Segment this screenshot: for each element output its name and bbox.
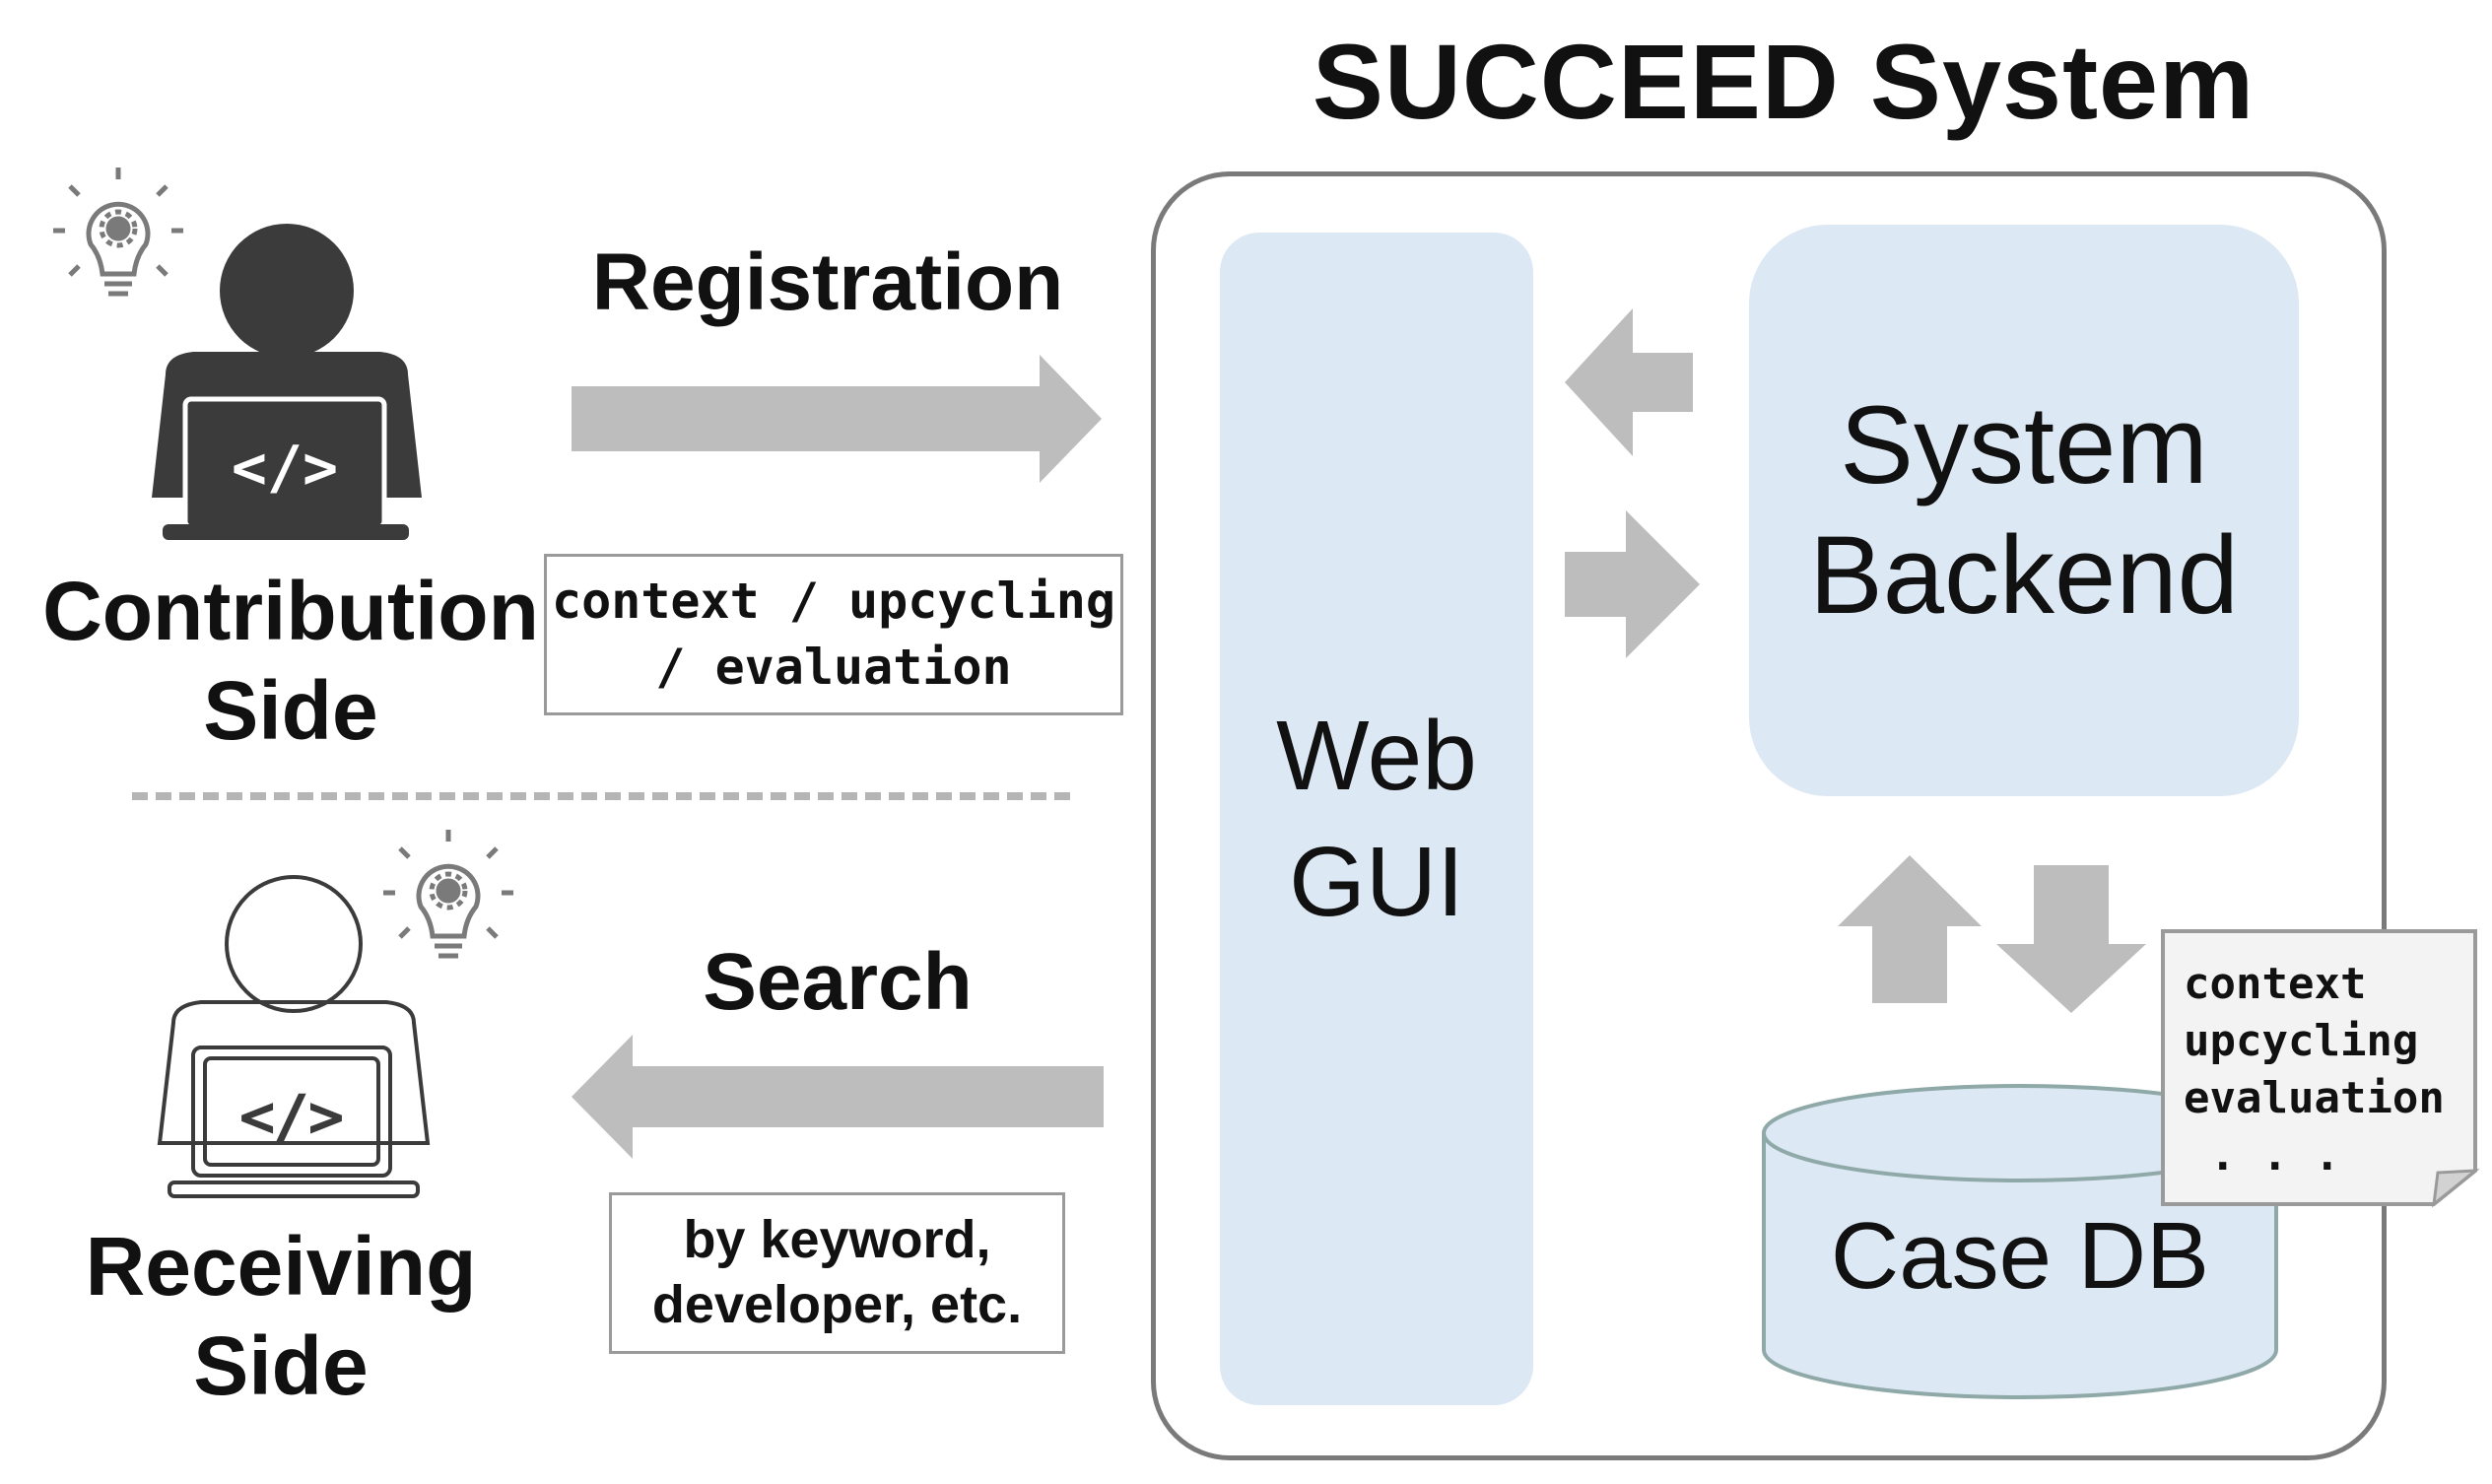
diagram-title: SUCCEED System bbox=[1312, 22, 2256, 141]
document-icon bbox=[2161, 929, 2480, 1208]
code-icon: </> bbox=[232, 434, 338, 503]
lightbulb-gear-icon-2 bbox=[383, 830, 513, 959]
registration-note-line2: / evaluation bbox=[655, 639, 1012, 696]
search-arrow bbox=[572, 1035, 1104, 1159]
db-to-backend-arrow bbox=[1838, 855, 1982, 1003]
doc-line: upcycling bbox=[2184, 1016, 2419, 1067]
contribution-label-line1: Contribution bbox=[42, 565, 539, 657]
backend-label-line2: Backend bbox=[1809, 513, 2239, 637]
dashed-divider bbox=[132, 792, 1070, 800]
case-db-label: Case DB bbox=[1830, 1203, 2210, 1309]
search-label: Search bbox=[703, 937, 973, 1027]
contribution-label-line2: Side bbox=[203, 663, 378, 757]
receiving-label-line1: Receiving bbox=[85, 1220, 477, 1313]
doc-line: . . . bbox=[2184, 1130, 2340, 1181]
registration-label: Registration bbox=[591, 237, 1064, 327]
code-outline-icon: </> bbox=[240, 1083, 344, 1150]
contribution-side-label: Contribution Side bbox=[30, 562, 552, 761]
backend-to-db-arrow bbox=[1996, 865, 2146, 1013]
web-gui-label-line1: Web bbox=[1276, 701, 1477, 811]
search-note-line2: developer, etc. bbox=[651, 1275, 1023, 1334]
registration-arrow bbox=[572, 355, 1102, 483]
registration-note-box: context / upcycling / evaluation bbox=[544, 554, 1123, 715]
contributor-person-icon: </> bbox=[152, 224, 422, 540]
document-text: context upcycling evaluation . . . bbox=[2184, 956, 2445, 1184]
backend-label-line1: System bbox=[1840, 382, 2208, 506]
gui-to-backend-arrow bbox=[1565, 510, 1700, 658]
doc-line: evaluation bbox=[2184, 1073, 2445, 1124]
search-note-box: by keyword, developer, etc. bbox=[609, 1192, 1065, 1354]
web-gui-label-line2: GUI bbox=[1289, 827, 1464, 937]
system-container bbox=[1151, 171, 2387, 1460]
search-note-line1: by keyword, bbox=[683, 1210, 991, 1270]
web-gui-box: Web GUI bbox=[1220, 233, 1533, 1405]
case-db-cylinder bbox=[1762, 1084, 2278, 1399]
doc-line: context bbox=[2184, 959, 2367, 1009]
system-backend-box: System Backend bbox=[1749, 225, 2299, 796]
receiving-label-line2: Side bbox=[193, 1318, 369, 1412]
backend-to-gui-arrow bbox=[1565, 308, 1693, 456]
receiver-person-icon: </> bbox=[157, 875, 431, 1198]
registration-note-line1: context / upcycling bbox=[552, 572, 1115, 630]
lightbulb-gear-icon bbox=[53, 168, 183, 297]
receiving-side-label: Receiving Side bbox=[30, 1217, 532, 1416]
